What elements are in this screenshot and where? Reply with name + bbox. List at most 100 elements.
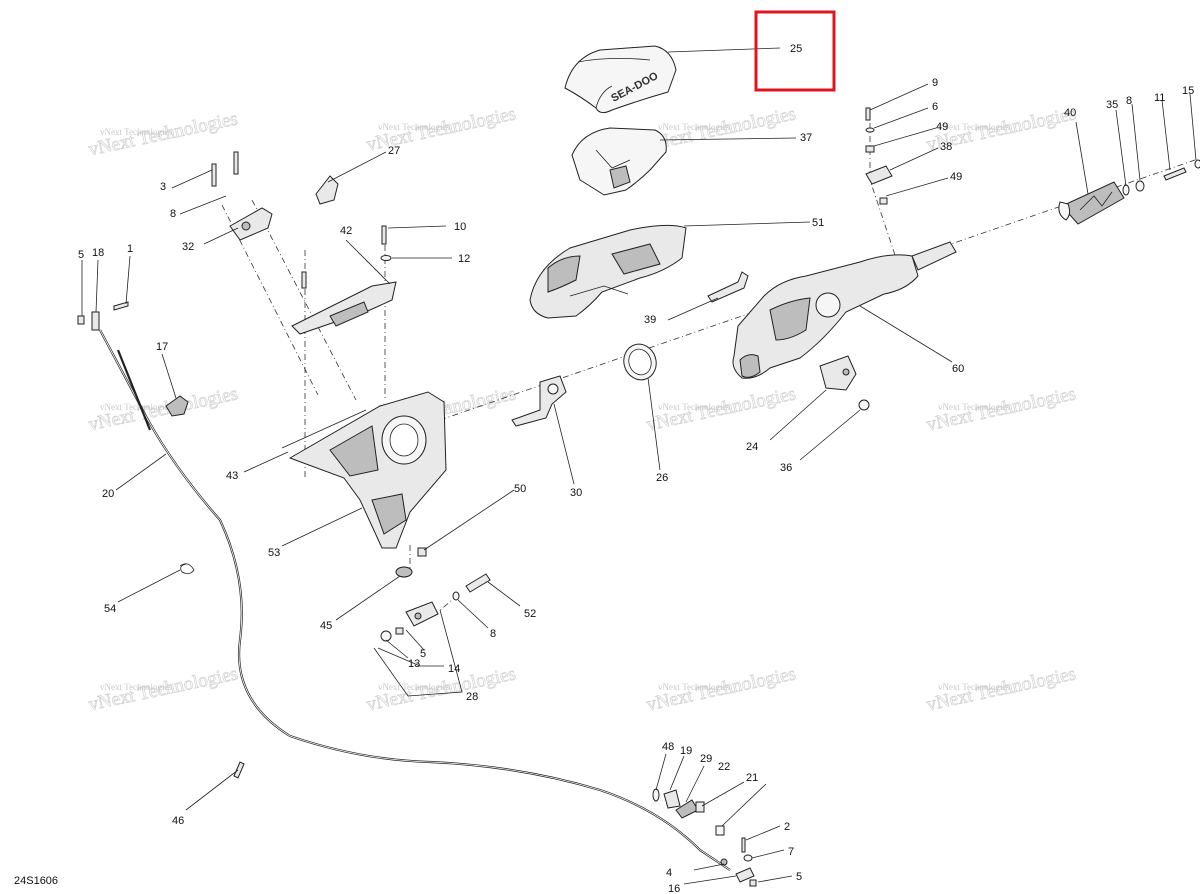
part-12-washer[interactable]	[380, 255, 392, 261]
part-5-nut-lower[interactable]	[749, 879, 757, 887]
callout-21[interactable]: 21	[746, 772, 758, 784]
part-19-nut[interactable]	[663, 789, 681, 809]
part-28-adjuster[interactable]	[405, 601, 439, 627]
part-25-top-cover[interactable]: SEA-DOO	[564, 45, 677, 114]
callout-54[interactable]: 54	[104, 603, 116, 615]
part-8-washer[interactable]	[1135, 180, 1145, 192]
callout-28[interactable]: 28	[466, 691, 478, 703]
part-43-seal-strip[interactable]	[281, 409, 367, 449]
callout-13[interactable]: 13	[408, 658, 420, 670]
callout-5-left[interactable]: 5	[78, 249, 84, 261]
callout-5-lower[interactable]: 5	[796, 871, 802, 883]
callout-2[interactable]: 2	[784, 821, 790, 833]
callout-32[interactable]: 32	[182, 241, 194, 253]
callout-39[interactable]: 39	[644, 314, 656, 326]
part-26-ring[interactable]	[619, 340, 661, 384]
part-9-screw[interactable]	[865, 107, 871, 121]
callout-51[interactable]: 51	[812, 217, 824, 229]
part-18-sleeve[interactable]	[91, 311, 100, 331]
part-1-pin[interactable]	[113, 301, 129, 311]
part-38-clip[interactable]	[865, 165, 893, 185]
callout-27[interactable]: 27	[388, 145, 400, 157]
part-2-screw[interactable]	[741, 837, 746, 853]
part-32-clamp[interactable]	[229, 207, 273, 241]
callout-36[interactable]: 36	[780, 462, 792, 474]
part-52-rod[interactable]	[465, 573, 491, 593]
callout-8-left[interactable]: 8	[170, 208, 176, 220]
part-54-spring[interactable]	[179, 563, 195, 574]
callout-60[interactable]: 60	[952, 363, 964, 375]
callout-3[interactable]: 3	[160, 181, 166, 193]
callout-22[interactable]: 22	[718, 761, 730, 773]
part-22-sleeve[interactable]	[695, 801, 705, 813]
callout-26[interactable]: 26	[656, 472, 668, 484]
callout-17[interactable]: 17	[156, 341, 168, 353]
callout-35[interactable]: 35	[1106, 99, 1118, 111]
part-5-nut-mid[interactable]	[395, 627, 404, 635]
part-21-cap[interactable]	[715, 825, 725, 836]
callout-24[interactable]: 24	[746, 441, 758, 453]
callout-15[interactable]: 15	[1182, 85, 1194, 97]
callout-46[interactable]: 46	[172, 815, 184, 827]
callout-5-mid[interactable]: 5	[420, 648, 426, 660]
callout-14[interactable]: 14	[448, 663, 460, 675]
callout-50[interactable]: 50	[514, 483, 526, 495]
callout-49-lower[interactable]: 49	[950, 171, 962, 183]
callout-7[interactable]: 7	[788, 846, 794, 858]
part-40-handle-grip[interactable]	[1058, 181, 1125, 225]
callout-37[interactable]: 37	[800, 132, 812, 144]
callout-30[interactable]: 30	[570, 487, 582, 499]
callout-38[interactable]: 38	[940, 141, 952, 153]
part-37-cover-insert[interactable]	[571, 127, 667, 196]
part-4-clip[interactable]	[720, 858, 728, 866]
part-46-end-fitting[interactable]	[233, 761, 245, 779]
part-6-washer[interactable]	[865, 127, 875, 133]
callout-4[interactable]: 4	[666, 867, 672, 879]
callout-16[interactable]: 16	[668, 883, 680, 894]
callout-43[interactable]: 43	[226, 470, 238, 482]
part-7-washer[interactable]	[743, 854, 753, 862]
callout-52[interactable]: 52	[524, 608, 536, 620]
callout-48[interactable]: 48	[662, 741, 674, 753]
callout-8-right[interactable]: 8	[1126, 95, 1132, 107]
callout-6[interactable]: 6	[932, 101, 938, 113]
part-42-bracket[interactable]	[291, 281, 397, 335]
callout-25[interactable]: 25	[790, 43, 802, 55]
part-5-nut-left[interactable]	[77, 315, 85, 325]
callout-18[interactable]: 18	[92, 247, 104, 259]
part-24-key-holder[interactable]	[819, 355, 857, 391]
callout-11[interactable]: 11	[1154, 92, 1165, 104]
part-16-link[interactable]	[735, 867, 755, 883]
callout-19[interactable]: 19	[680, 745, 692, 757]
part-13-barrel[interactable]	[380, 630, 392, 642]
part-50-nut[interactable]	[417, 547, 427, 557]
callout-42[interactable]: 42	[340, 225, 352, 237]
callout-1[interactable]: 1	[127, 243, 133, 255]
part-36-knob[interactable]	[858, 399, 870, 411]
callout-45[interactable]: 45	[320, 620, 332, 632]
part-51-console-cover[interactable]	[529, 224, 687, 319]
part-48-washer[interactable]	[652, 788, 660, 802]
part-3-screw[interactable]	[211, 163, 217, 187]
part-screw-center[interactable]	[301, 271, 307, 289]
part-30-bracket[interactable]	[511, 375, 567, 427]
part-27-clip[interactable]	[315, 175, 339, 205]
callout-20[interactable]: 20	[102, 488, 114, 500]
part-53-console-housing[interactable]	[288, 391, 447, 549]
callout-40[interactable]: 40	[1064, 107, 1076, 119]
part-35-washer[interactable]	[1122, 184, 1130, 196]
callout-29[interactable]: 29	[700, 753, 712, 765]
callout-10[interactable]: 10	[454, 221, 466, 233]
part-17-boot[interactable]	[165, 395, 189, 417]
part-10-screw[interactable]	[381, 225, 387, 245]
callout-12[interactable]: 12	[458, 253, 470, 265]
part-11-screw[interactable]	[1163, 167, 1187, 181]
callout-8-mid[interactable]: 8	[490, 628, 496, 640]
callout-53[interactable]: 53	[268, 547, 280, 559]
part-45-grommet[interactable]	[395, 566, 413, 578]
part-49-nut[interactable]	[865, 145, 875, 153]
callout-9[interactable]: 9	[932, 77, 938, 89]
part-49-nut-lower[interactable]	[879, 197, 888, 205]
part-60-steering-column[interactable]	[732, 241, 957, 379]
part-3-screw-b[interactable]	[233, 151, 239, 175]
